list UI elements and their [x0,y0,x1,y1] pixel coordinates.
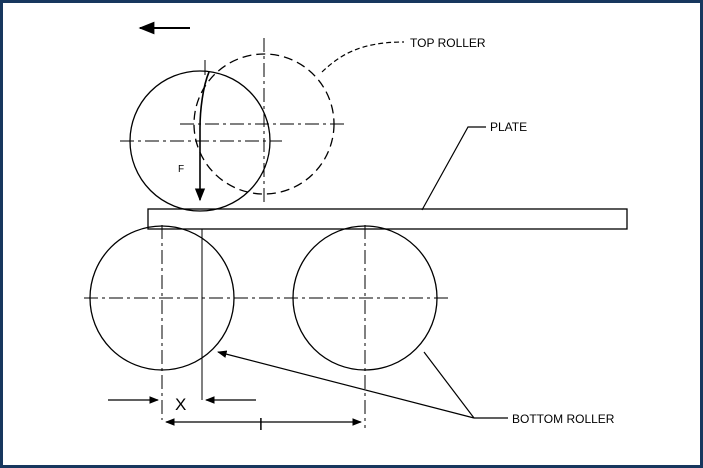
bottom-roller-label: BOTTOM ROLLER [512,412,615,426]
top-roller-leader [321,41,405,73]
force-arrow [194,71,210,202]
top-roller-label: TOP ROLLER [410,36,486,50]
plate-label: PLATE [490,120,527,134]
bottom-roller-leader-left [217,350,475,419]
offset-label: X [175,395,186,414]
spacing-label: l [259,415,263,434]
plate-rectangle [147,208,628,230]
force-label: F [178,164,184,175]
plate-leader [421,126,486,211]
bottom-roller-leader-right [423,351,475,419]
